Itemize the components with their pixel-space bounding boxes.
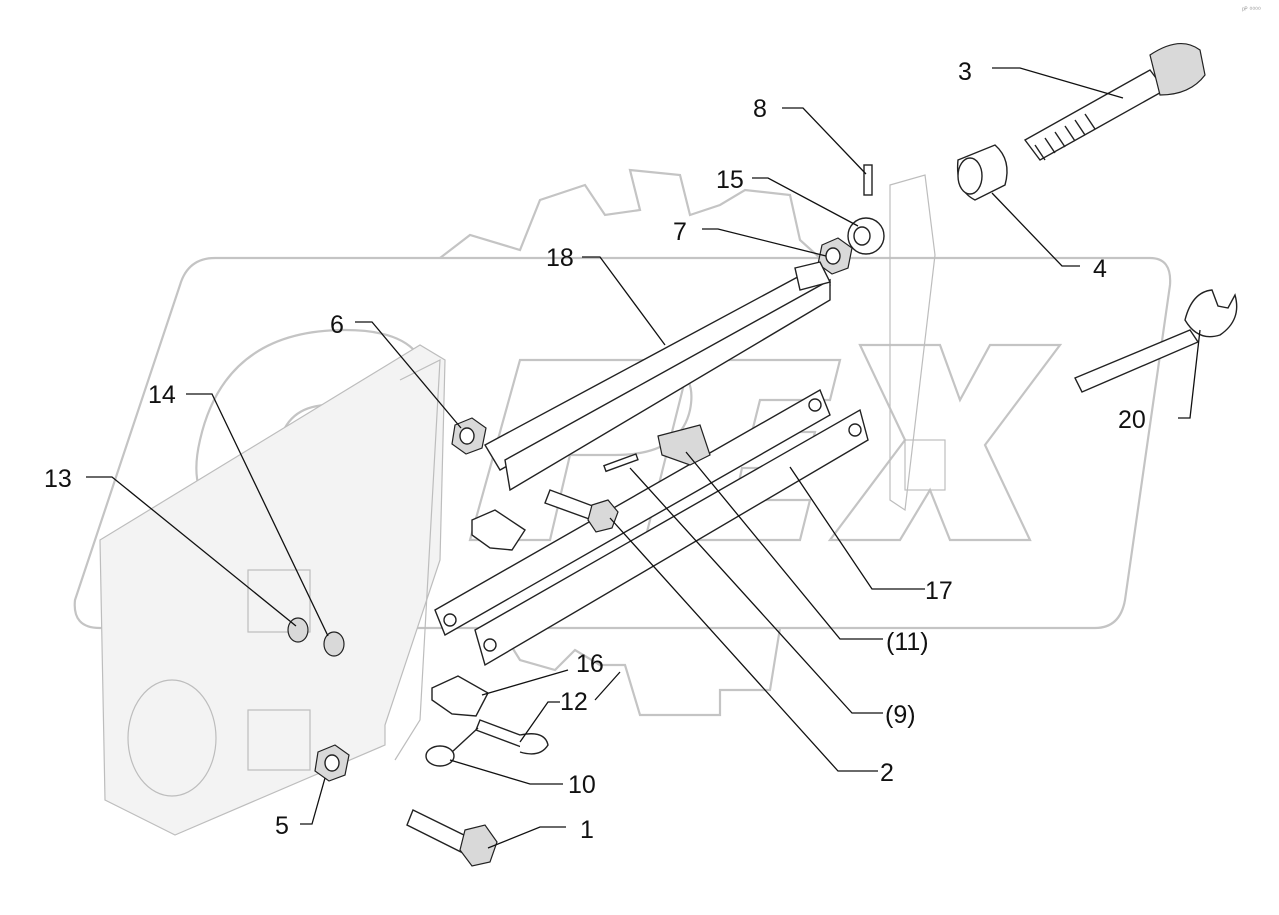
watermark-letter-x — [827, 343, 1063, 542]
callout-8: 8 — [753, 95, 767, 123]
callout-12: 12 — [560, 688, 588, 716]
callout-9: (9) — [885, 701, 916, 729]
callout-10: 10 — [568, 771, 596, 799]
part-10-ring-clip — [425, 727, 479, 767]
callout-14: 14 — [148, 381, 176, 409]
callout-4: 4 — [1093, 255, 1107, 283]
watermark-gear-bottom — [499, 627, 782, 717]
callout-labels: 1 2 3 4 5 6 7 8 (9) 10 (11) 12 13 14 15 … — [44, 58, 1146, 844]
corner-mark: ᵖᴾ ⁰⁰⁰⁰ — [1242, 6, 1261, 14]
callout-5: 5 — [275, 812, 289, 840]
part-16-clevis — [431, 675, 489, 717]
right-upright-ghost — [889, 174, 936, 512]
part-18-channel — [484, 261, 832, 492]
watermark-rounded-frame — [73, 256, 1172, 630]
part-3-threaded-bolt — [1023, 43, 1206, 161]
callout-7: 7 — [673, 218, 687, 246]
part-12-pin — [475, 719, 549, 755]
part-4-sleeve — [956, 144, 1008, 201]
callout-2: 2 — [880, 759, 894, 787]
plate-bore — [127, 679, 217, 797]
part-17-flat-bars — [434, 388, 869, 667]
upper-clevis — [471, 509, 526, 551]
machine-frame-ghost — [99, 174, 946, 836]
callout-6: 6 — [330, 311, 344, 339]
callout-15: 15 — [716, 166, 744, 194]
part-2-bolt — [544, 489, 619, 533]
part-15-washer — [847, 217, 885, 255]
callout-16: 16 — [576, 650, 604, 678]
callout-20: 20 — [1118, 406, 1146, 434]
watermark-gear-top — [439, 168, 821, 259]
part-13-bushing — [323, 631, 345, 657]
upper-bracket-ghost — [247, 569, 311, 633]
right-upright-block — [904, 439, 946, 491]
callout-17: 17 — [925, 577, 953, 605]
callout-18: 18 — [546, 244, 574, 272]
plate-edge — [394, 359, 441, 761]
callout-13: 13 — [44, 465, 72, 493]
leader-lines — [86, 67, 1201, 849]
part-11-block — [657, 424, 711, 466]
part-9-pin — [603, 453, 639, 473]
callout-11: (11) — [886, 628, 929, 656]
part-1-bolt — [406, 809, 498, 867]
callout-1: 1 — [580, 816, 594, 844]
part-8-pin — [863, 164, 873, 196]
lower-bracket-ghost — [247, 709, 311, 771]
part-5-nut — [314, 744, 350, 782]
side-plate — [99, 344, 446, 836]
callout-3: 3 — [958, 58, 972, 86]
